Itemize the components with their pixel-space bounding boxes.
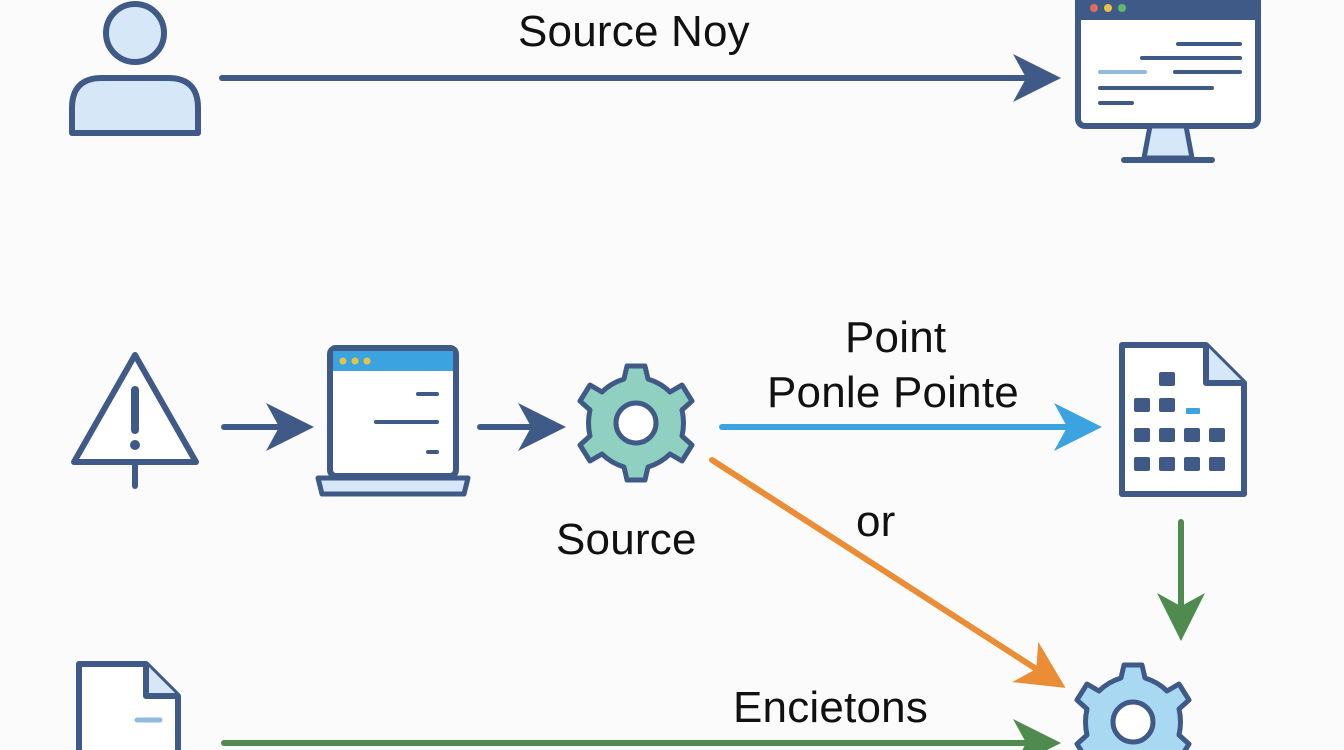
- green-arrow-label: Encietons: [733, 683, 929, 732]
- gear-icon: [1074, 662, 1192, 750]
- laptop-icon: [315, 345, 471, 497]
- gear-caption: Source: [556, 515, 697, 564]
- arrow-gear-to-bottom-gear: [709, 457, 1066, 688]
- blue-arrow-label-line2: Ponle Pointe: [767, 368, 1019, 417]
- warning-icon: [71, 352, 199, 489]
- orange-arrow-label: or: [856, 497, 896, 546]
- document-icon: [76, 661, 181, 750]
- top-arrow-label: Source Noy: [518, 7, 750, 56]
- blue-arrow-label-line1: Point: [845, 313, 947, 362]
- spreadsheet-file-icon: [1119, 342, 1247, 497]
- gear-icon: [577, 363, 695, 483]
- monitor-icon: [1075, 0, 1261, 163]
- user-icon: [69, 1, 201, 136]
